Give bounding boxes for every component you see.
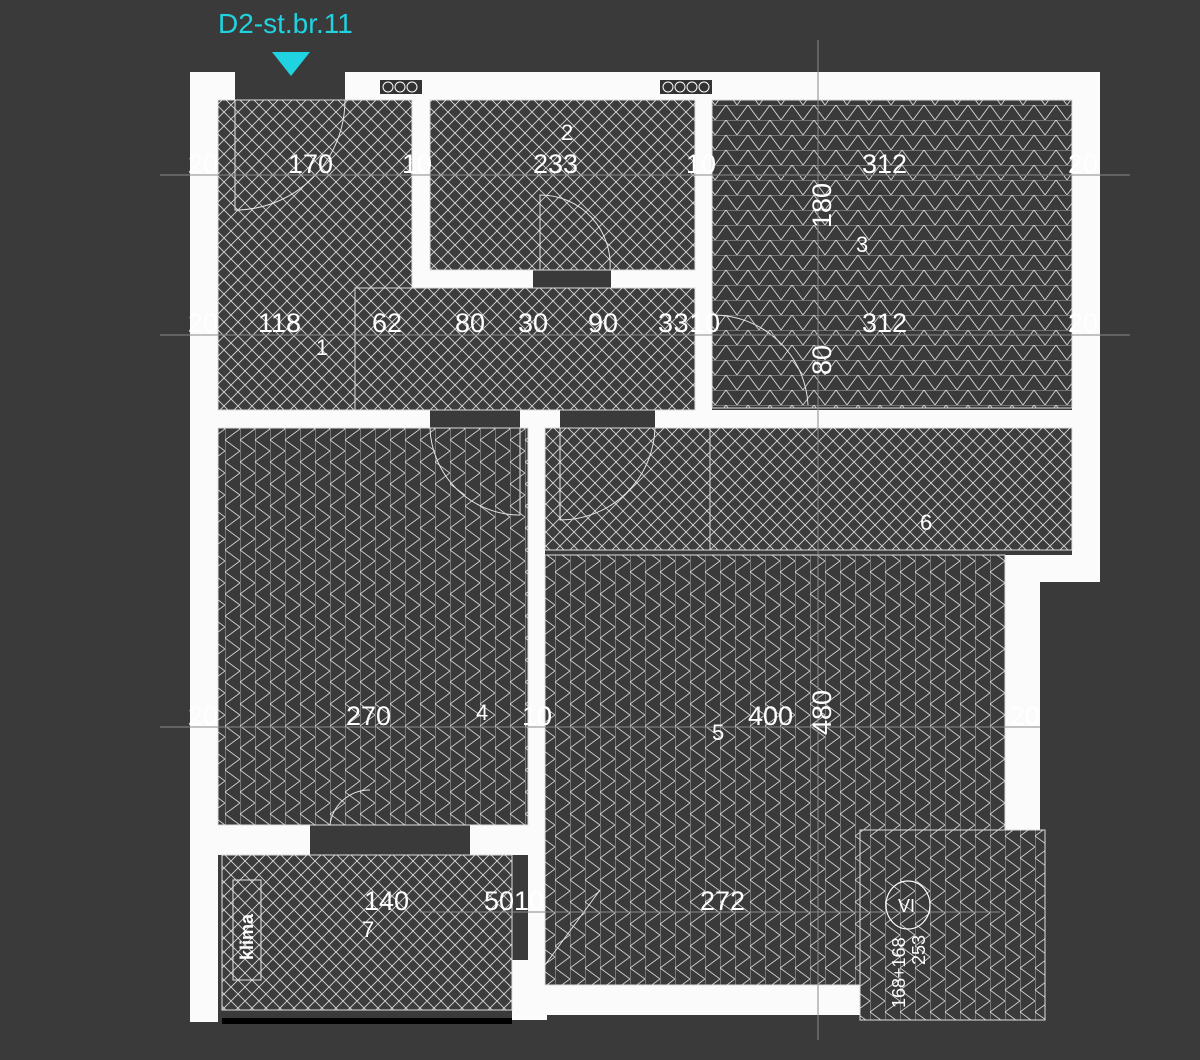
balcony-floor (859, 829, 1046, 1021)
dim: 312 (862, 308, 907, 338)
openings (222, 72, 712, 1024)
section-marker-icon: VI (885, 880, 931, 930)
hall-floor (354, 287, 696, 411)
dim: 400 (748, 701, 793, 731)
room-number-2: 2 (561, 120, 573, 145)
dim: 80 (455, 308, 485, 338)
entrance-label: D2-st.br.11 (218, 8, 353, 39)
room-number-1: 1 (316, 335, 328, 360)
room-number-6: 6 (920, 510, 932, 535)
dim: 20 (188, 308, 218, 338)
room-4-floor (217, 427, 529, 826)
dim: 3310 (658, 308, 720, 338)
room-floors (217, 99, 1073, 1021)
dim: 90 (588, 308, 618, 338)
room-number-3: 3 (856, 232, 868, 257)
dim: 10 (402, 149, 432, 179)
dim: 233 (533, 149, 578, 179)
room-7-floor (221, 854, 513, 1011)
dim: 20 (1010, 701, 1040, 731)
klima-label: klima (237, 913, 257, 960)
dim: 168+168 (889, 937, 909, 1008)
dim: 80 (807, 345, 837, 375)
dim: 170 (288, 149, 333, 179)
dim: 270 (346, 701, 391, 731)
section-marker-label: VI (898, 896, 915, 916)
dim: 10 (686, 149, 716, 179)
vent-icon (380, 80, 712, 94)
dim: 10 (522, 701, 552, 731)
dim: 30 (518, 308, 548, 338)
door-swings (232, 99, 809, 981)
entrance-marker-icon (272, 52, 310, 76)
dim: 140 (364, 886, 409, 916)
dim: 62 (372, 308, 402, 338)
dim: 20 (1068, 308, 1098, 338)
dimension-labels: 20 170 10 233 10 312 20 180 20 118 62 80… (188, 149, 1098, 1008)
dim: 20 (188, 701, 218, 731)
room-6-floor-a (544, 427, 711, 551)
room-3-floor (711, 99, 1073, 409)
grid-axes (160, 40, 1130, 1040)
room-numbers: 1 2 3 4 5 6 7 (316, 120, 932, 942)
dim: 5010 (484, 886, 544, 916)
dim: 312 (862, 149, 907, 179)
dim: 180 (807, 183, 837, 228)
room-number-5: 5 (712, 720, 724, 745)
dim: 253 (909, 935, 929, 965)
room-number-7: 7 (362, 917, 374, 942)
dim: 272 (700, 886, 745, 916)
dim: 20 (1068, 149, 1098, 179)
dim: 480 (807, 690, 837, 735)
room-number-4: 4 (476, 700, 488, 725)
dim: 20 (188, 149, 218, 179)
room-6-floor-b (709, 427, 1073, 551)
dim: 118 (258, 308, 301, 338)
room-2-floor (429, 99, 696, 271)
